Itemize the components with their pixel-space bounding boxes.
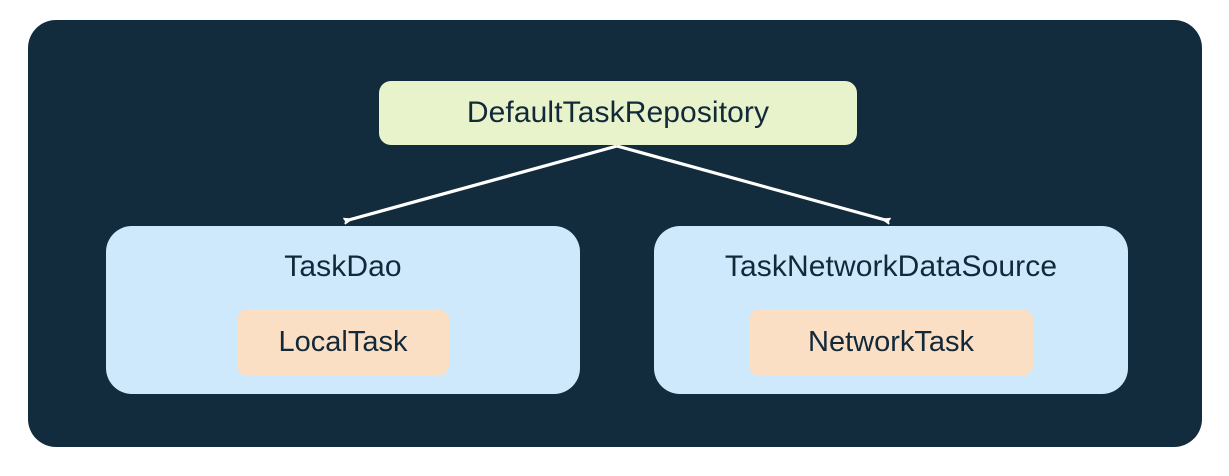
model-chip-local-task[interactable]: LocalTask [237, 309, 449, 376]
node-task-dao[interactable]: TaskDao LocalTask [106, 226, 580, 394]
node-label-task-network-data-source: TaskNetworkDataSource [724, 250, 1058, 283]
node-label-task-dao: TaskDao [284, 250, 402, 283]
model-chip-network-task[interactable]: NetworkTask [749, 309, 1033, 376]
node-default-task-repository[interactable]: DefaultTaskRepository [379, 81, 857, 145]
node-label-default-task-repository: DefaultTaskRepository [466, 96, 770, 129]
model-chip-label-local-task: LocalTask [278, 326, 408, 358]
node-task-network-data-source[interactable]: TaskNetworkDataSource NetworkTask [654, 226, 1128, 394]
model-chip-label-network-task: NetworkTask [808, 326, 974, 358]
